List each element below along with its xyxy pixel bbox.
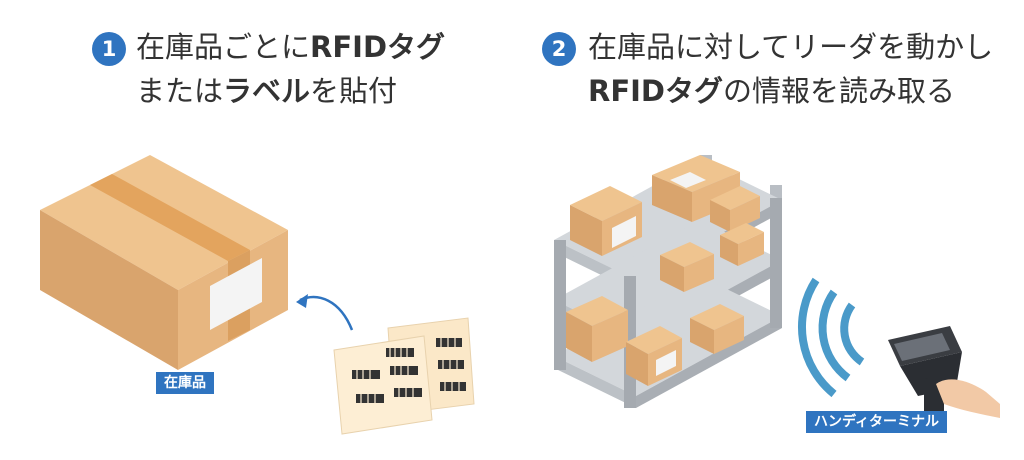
step-1-line-1: 在庫品ごとにRFIDタグ [136, 28, 445, 66]
step-1-label-text: ラベル [223, 74, 311, 108]
cardboard-box-icon [40, 155, 288, 370]
step-2-number-badge: 2 [542, 32, 576, 66]
handheld-terminal-label: ハンディターミナル [806, 411, 948, 433]
step-2-line-2: RFIDタグの情報を読み取る [588, 72, 955, 110]
barcode-label-sheets-icon [333, 317, 475, 435]
step-1-line-1-text: 在庫品ごとに [136, 30, 311, 64]
rfid-signal-waves-icon [798, 277, 865, 398]
warehouse-shelf-icon [554, 155, 782, 408]
inventory-label: 在庫品 [156, 372, 214, 394]
step-1-line-2-text-a: または [136, 74, 224, 108]
step-1-number-badge: 1 [92, 32, 126, 66]
step-1-line-2: またはラベルを貼付 [136, 72, 397, 110]
step-2-rfid-tag-text: RFIDタグ [588, 74, 724, 108]
step-2-line-1: 在庫品に対してリーダを動かし [588, 30, 994, 64]
attach-arrow-icon [296, 294, 354, 331]
step-1-rfid-tag-text: RFIDタグ [310, 30, 446, 64]
handheld-terminal-icon [888, 326, 1000, 418]
step-2-line-2-text: の情報を読み取る [723, 74, 956, 108]
step-1-line-2-text-b: を貼付 [310, 74, 398, 108]
